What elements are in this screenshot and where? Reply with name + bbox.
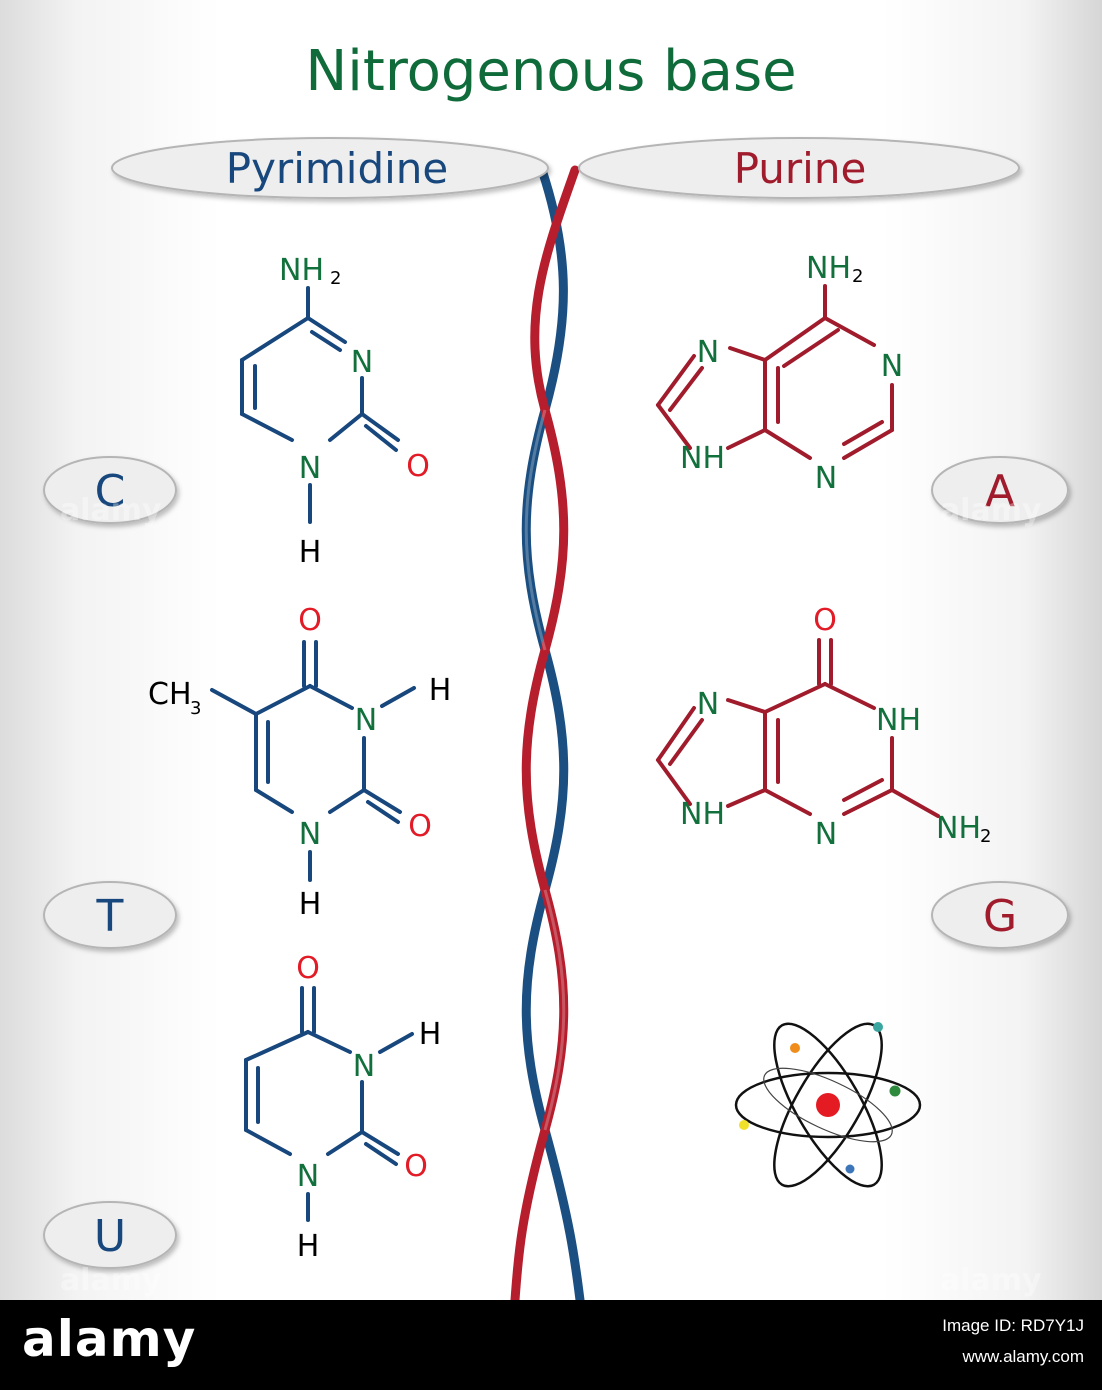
badge-c: C (43, 456, 177, 524)
dna-double-helix-icon (510, 165, 585, 1305)
guanine-nh2-sub: 2 (980, 826, 991, 847)
uracil-o: O (404, 1149, 428, 1184)
watermark: alamy (940, 1263, 1042, 1298)
watermark: alamy (940, 493, 1042, 528)
uracil-bonds (244, 986, 414, 1222)
cytosine-nh2: NH (279, 253, 324, 288)
watermark: alamy (800, 878, 902, 913)
uracil-o-top: O (296, 951, 320, 986)
thymine-n3: N (355, 703, 377, 738)
purine-header: Purine (578, 137, 1020, 199)
thymine-h1: H (299, 887, 322, 922)
letter-u: U (94, 1211, 126, 1262)
adenine-n7: N (697, 335, 719, 370)
cytosine-n3: N (351, 345, 373, 380)
letter-a: A (985, 466, 1015, 517)
guanine-nh2: NH (936, 811, 981, 846)
adenine-n1: N (881, 349, 903, 384)
thymine-ch3-sub: 3 (190, 698, 201, 719)
cytosine-h: H (299, 535, 322, 570)
atom-icon (734, 1022, 922, 1188)
watermarks: alamy alamy alamy alamy alamy (60, 493, 1042, 1298)
footer-info: Image ID: RD7Y1J www.alamy.com (942, 1310, 1084, 1372)
guanine-o: O (813, 603, 837, 638)
pyrimidine-header: Pyrimidine (111, 137, 549, 199)
adenine-nh2: NH (806, 251, 851, 286)
guanine-nh9: NH (680, 797, 725, 832)
adenine-nh9: NH (680, 441, 725, 476)
thymine-bonds (210, 640, 416, 882)
adenine-structure: NH 2 N N NH N (656, 251, 903, 496)
guanine-n3: N (815, 817, 837, 852)
page-title: Nitrogenous base (305, 39, 796, 104)
thymine-h3: H (429, 673, 452, 708)
thymine-structure: O CH 3 N H N O H (148, 603, 451, 922)
diagram-canvas: Nitrogenous base Pyrimidine Purine C T U… (0, 0, 1102, 1305)
letter-c: C (95, 466, 126, 517)
uracil-h3: H (419, 1017, 442, 1052)
cytosine-bonds (240, 286, 400, 524)
footer-logo: alamy (22, 1310, 197, 1368)
adenine-n3: N (815, 461, 837, 496)
thymine-o: O (408, 809, 432, 844)
cytosine-o: O (406, 449, 430, 484)
footer-bar: alamy Image ID: RD7Y1J www.alamy.com (0, 1300, 1102, 1390)
adenine-nh2-sub: 2 (852, 266, 863, 287)
badge-g: G (931, 881, 1069, 949)
uracil-n3: N (353, 1049, 375, 1084)
cytosine-structure: NH 2 N N O H (240, 253, 430, 570)
uracil-h1: H (297, 1229, 320, 1264)
guanine-nh1: NH (876, 703, 921, 738)
badge-t: T (43, 881, 177, 949)
guanine-structure: O N NH NH N NH 2 (656, 603, 991, 852)
guanine-n7: N (697, 687, 719, 722)
cytosine-nh2-sub: 2 (330, 268, 341, 289)
watermark: alamy (60, 493, 162, 528)
pyrimidine-label: Pyrimidine (226, 144, 449, 193)
footer-site: www.alamy.com (962, 1347, 1084, 1366)
guanine-bonds (656, 638, 940, 818)
adenine-bonds (656, 284, 894, 460)
letter-g: G (983, 891, 1017, 942)
watermark: alamy (60, 1263, 162, 1298)
diagram-svg: Nitrogenous base Pyrimidine Purine C T U… (43, 39, 1069, 1305)
thymine-n1: N (299, 817, 321, 852)
purine-label: Purine (734, 144, 867, 193)
cytosine-n1: N (299, 451, 321, 486)
letter-t: T (96, 891, 124, 942)
uracil-structure: O N H N O H (244, 951, 442, 1264)
thymine-ch3: CH (148, 677, 192, 712)
uracil-n1: N (297, 1159, 319, 1194)
badge-a: A (931, 456, 1069, 524)
thymine-o-top: O (298, 603, 322, 638)
badge-u: U (43, 1201, 177, 1269)
footer-image-id: Image ID: RD7Y1J (942, 1316, 1084, 1335)
